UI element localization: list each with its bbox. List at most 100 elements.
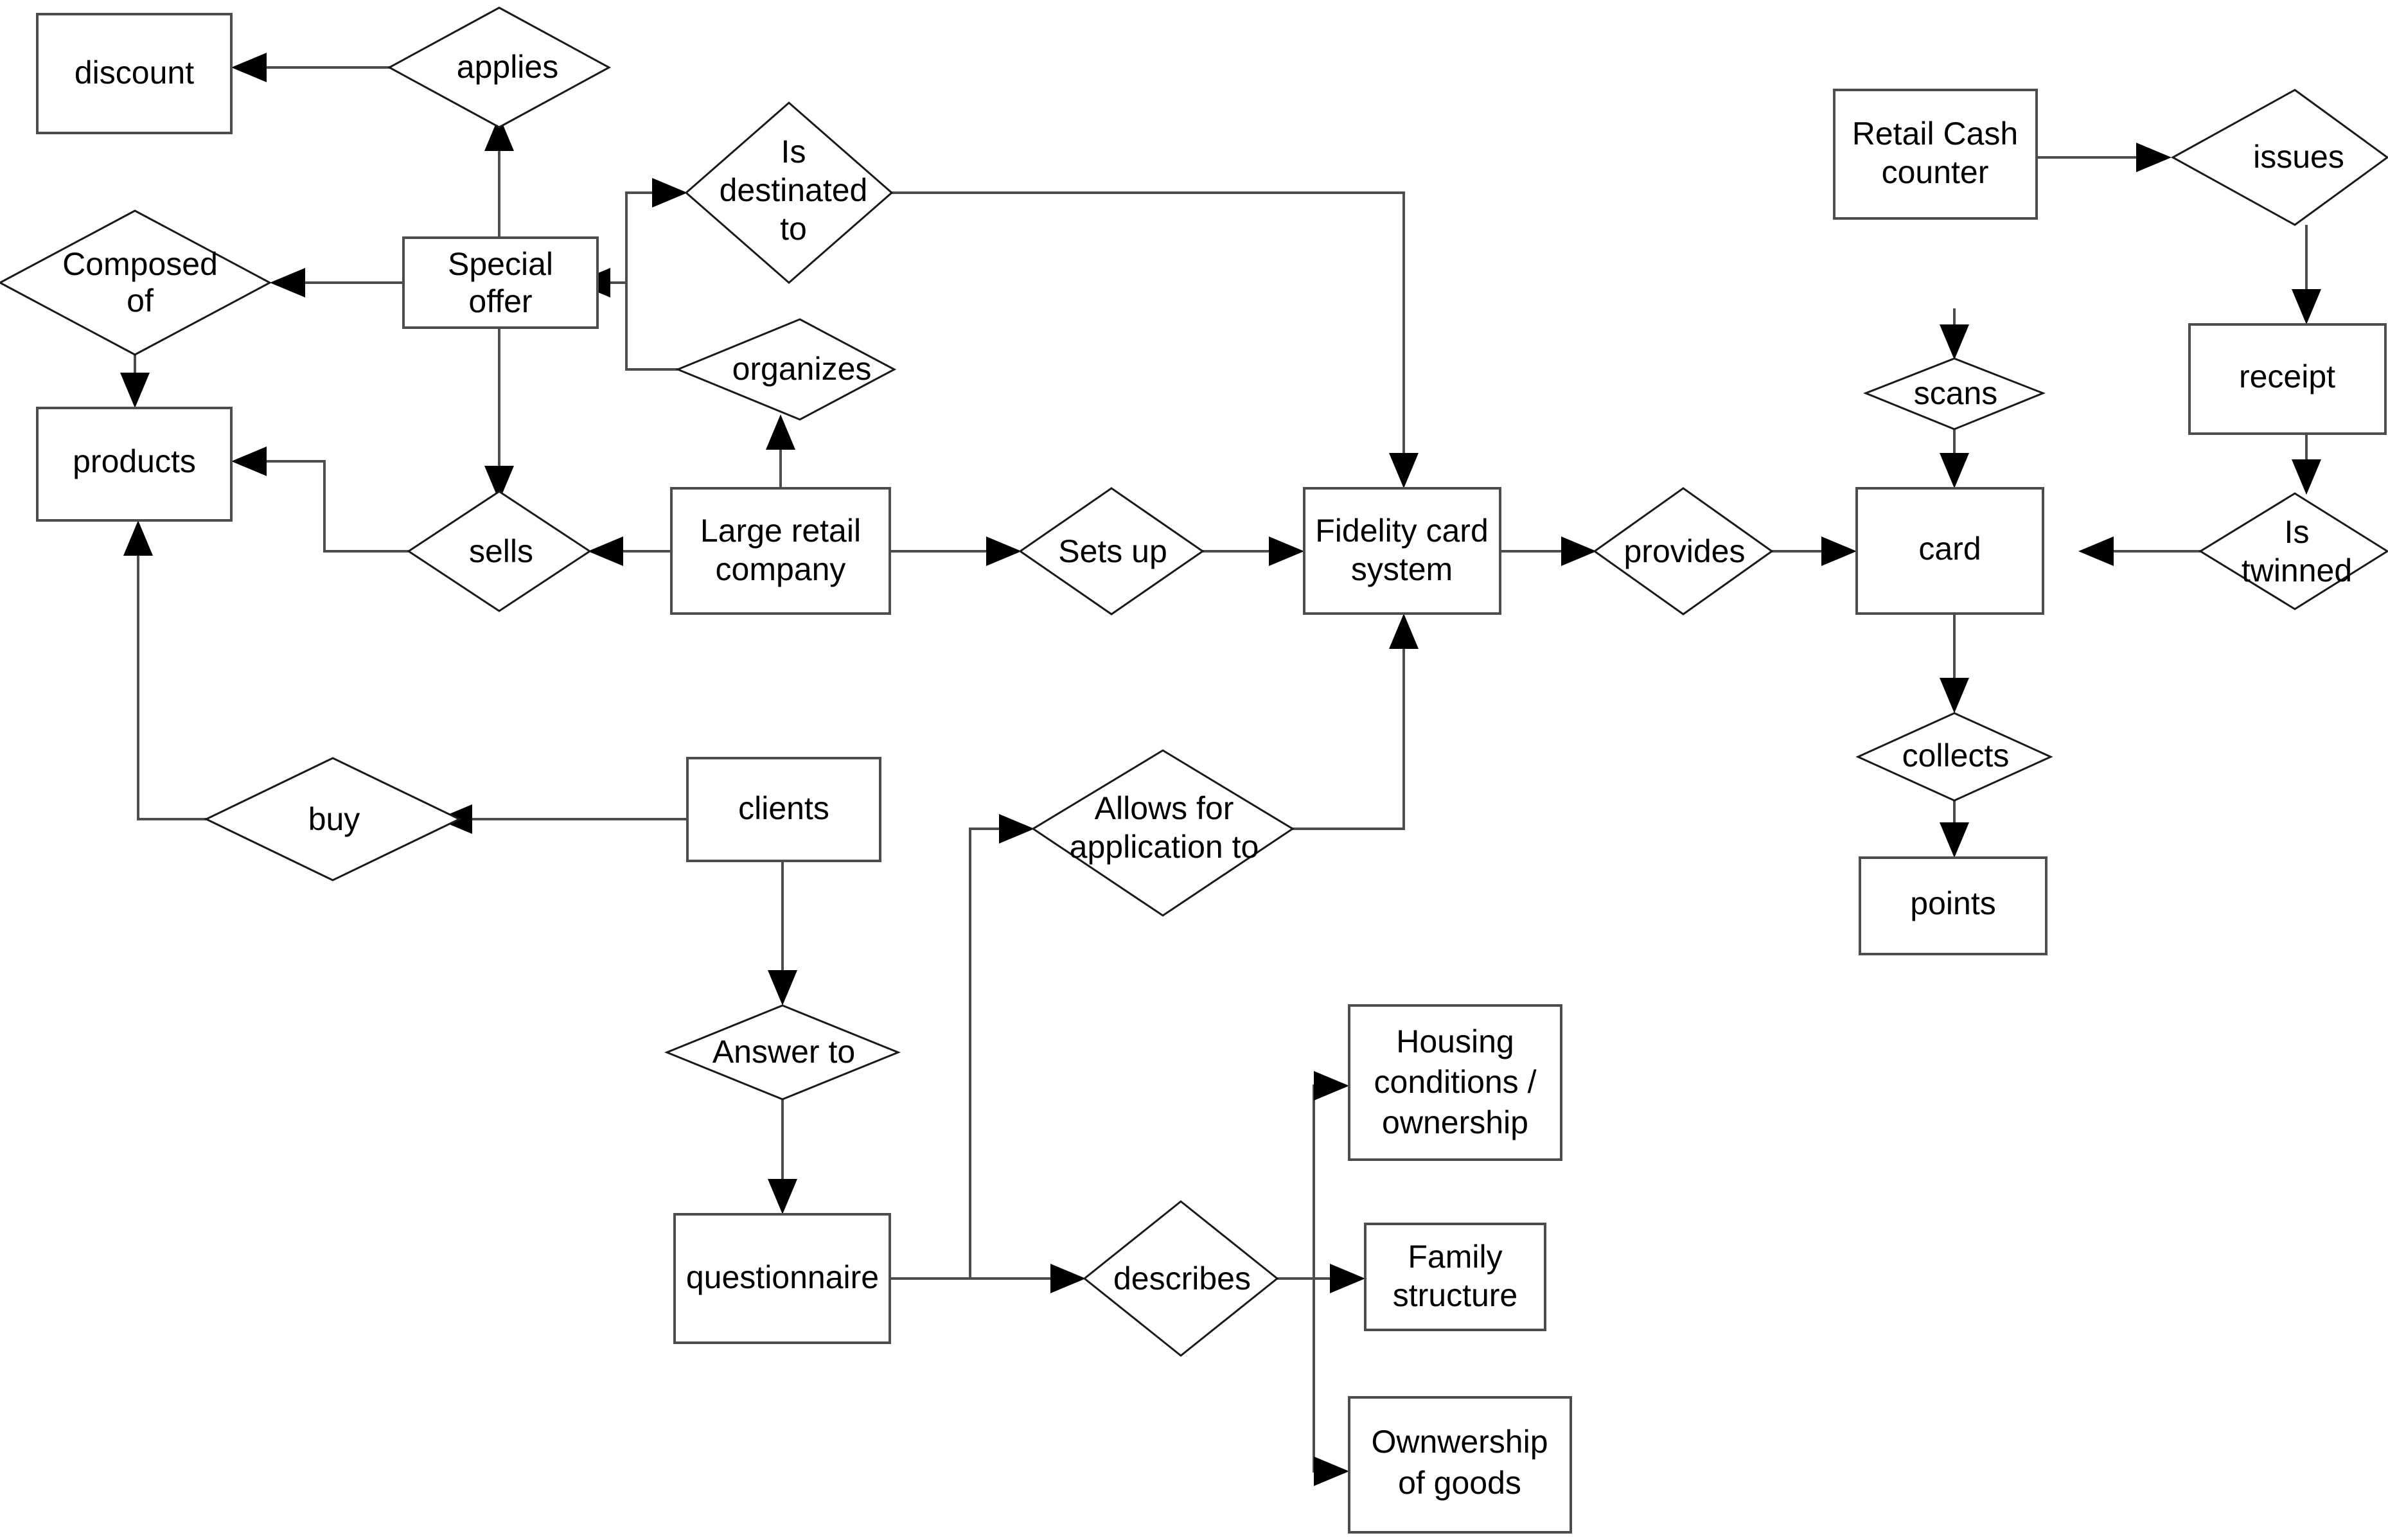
relationship-composed-of-label-2: of [127, 283, 154, 319]
entity-retail-cash-label-2: counter [1882, 154, 1989, 190]
relationship-isdestinated-label-3: to [780, 211, 807, 247]
relationship-layer: applies Composed of Is destinated to org… [0, 6, 2388, 1357]
relationship-is-destinated-to[interactable]: Is destinated to [684, 102, 894, 284]
arrowhead-fidelity-left [1269, 536, 1304, 566]
entity-large-retail-label-1: Large retail [700, 513, 861, 549]
relationship-provides[interactable]: provides [1593, 487, 1774, 615]
relationship-composed-of-label-1: Composed [62, 246, 218, 282]
relationship-answerto-label: Answer to [712, 1034, 855, 1070]
entity-housing-label-1: Housing [1396, 1023, 1514, 1059]
arrowhead-fidelity-bottom [1389, 614, 1419, 649]
relationship-scans[interactable]: scans [1862, 357, 2046, 430]
entity-large-retail-company[interactable]: Large retail company [670, 487, 891, 615]
relationship-istwinned-label-1: Is [2285, 514, 2310, 550]
relationship-sets-up[interactable]: Sets up [1018, 487, 1205, 615]
arrowhead-receipt-top [2292, 289, 2321, 324]
relationship-organizes[interactable]: organizes [675, 318, 897, 421]
relationship-allowsfor-label-1: Allows for [1095, 790, 1234, 826]
relationship-allows-for-application-to[interactable]: Allows for application to [1031, 749, 1295, 917]
relationship-isdestinated-label-1: Is [781, 134, 806, 170]
arrowhead-organizes-bottom [766, 414, 795, 450]
entity-special-offer-label-2: offer [468, 283, 532, 319]
arrowhead-collects-top [1940, 678, 1969, 713]
entity-fidelity-label-2: system [1351, 551, 1453, 587]
relationship-collects[interactable]: collects [1855, 712, 2053, 802]
relationship-isdestinated-label-2: destinated [720, 172, 868, 208]
arrowhead-isdestinated-left [652, 178, 687, 208]
arrowhead-card-top [1940, 453, 1969, 488]
relationship-describes[interactable]: describes [1083, 1200, 1279, 1357]
arrowhead-card-right [2078, 536, 2114, 566]
entity-receipt[interactable]: receipt [2188, 323, 2387, 435]
relationship-describes-label: describes [1113, 1261, 1251, 1297]
entity-discount[interactable]: discount [36, 13, 233, 134]
entity-housing-label-2: conditions / [1374, 1064, 1537, 1100]
arrowhead-provides-left [1561, 536, 1596, 566]
entity-special-offer-label-1: Special [448, 246, 553, 282]
arrowhead-allowsfor-left [999, 814, 1034, 844]
relationship-setsup-label: Sets up [1058, 533, 1167, 569]
arrowhead-products-top [120, 373, 150, 408]
relationship-provides-label: provides [1624, 533, 1746, 569]
entity-card[interactable]: card [1855, 487, 2044, 615]
arrowhead-discount-left [231, 53, 267, 82]
entity-ownwership-of-goods[interactable]: Ownwership of goods [1348, 1396, 1572, 1534]
entity-family-label-2: structure [1393, 1277, 1518, 1313]
arrowhead-sells-right [588, 536, 623, 566]
relationship-sells[interactable]: sells [407, 490, 592, 612]
relationship-applies[interactable]: applies [387, 6, 612, 128]
entity-retail-cash-counter[interactable]: Retail Cash counter [1833, 89, 2038, 220]
arrowhead-ownwership-left [1314, 1456, 1349, 1486]
entity-fidelity-card-system[interactable]: Fidelity card system [1303, 487, 1501, 615]
edge-organizes-to-isdestinated [625, 191, 678, 371]
relationship-issues[interactable]: issues [2170, 89, 2388, 226]
entity-family-structure[interactable]: Family structure [1364, 1223, 1546, 1331]
arrowhead-card-left [1821, 536, 1857, 566]
relationship-is-twinned[interactable]: Is twinned [2198, 492, 2388, 610]
edge-buy-to-products [137, 543, 230, 820]
entity-questionnaire-label: questionnaire [686, 1259, 879, 1295]
entity-layer: discount Special offer products Large re… [36, 13, 2387, 1534]
edge-allowsfor-to-fidelity [1291, 642, 1405, 830]
relationship-answer-to[interactable]: Answer to [664, 1004, 901, 1101]
relationship-composed-of[interactable]: Composed of [0, 209, 272, 356]
edge-questionnaire-to-allowsfor [890, 828, 1012, 1280]
entity-points-label: points [1910, 885, 1995, 921]
relationship-applies-label: applies [457, 49, 558, 85]
arrowhead-issues-left [2136, 143, 2171, 172]
entity-card-label: card [1918, 531, 1981, 567]
relationship-collects-label: collects [1902, 738, 2010, 774]
arrowhead-composedof-right [270, 268, 305, 297]
arrowhead-setsup-left [986, 536, 1022, 566]
arrowhead-scans-top [1940, 324, 1969, 360]
arrowhead-answerto-top [768, 970, 797, 1005]
entity-points[interactable]: points [1859, 856, 2047, 955]
relationship-issues-label: issues [2253, 139, 2344, 175]
arrowhead-describes-left [1050, 1264, 1086, 1293]
edge-describes-to-housing [1275, 1084, 1327, 1280]
entity-products-label: products [73, 443, 196, 479]
entity-questionnaire[interactable]: questionnaire [673, 1213, 891, 1344]
edge-describes-to-ownwership [1313, 1279, 1327, 1473]
entity-large-retail-label-2: company [716, 551, 846, 587]
entity-discount-label: discount [75, 55, 194, 91]
entity-clients-label: clients [738, 790, 829, 826]
relationship-istwinned-label-2: twinned [2242, 553, 2352, 589]
entity-receipt-label: receipt [2239, 358, 2335, 394]
arrowhead-questionnaire-top [768, 1179, 797, 1214]
relationship-allowsfor-label-2: application to [1070, 829, 1259, 865]
relationship-scans-label: scans [1914, 375, 1998, 411]
entity-housing-label-3: ownership [1382, 1104, 1528, 1140]
entity-clients[interactable]: clients [686, 757, 881, 862]
entity-housing-conditions[interactable]: Housing conditions / ownership [1348, 1004, 1562, 1161]
entity-special-offer[interactable]: Special offer [402, 236, 599, 329]
entity-ownwership-label-1: Ownwership [1371, 1424, 1548, 1460]
edge-sells-to-products [254, 460, 410, 553]
entity-family-label-1: Family [1408, 1239, 1502, 1275]
relationship-buy-label: buy [308, 801, 360, 837]
relationship-sells-label: sells [469, 533, 533, 569]
arrowhead-products-right [231, 447, 267, 476]
entity-products[interactable]: products [36, 407, 233, 522]
relationship-buy[interactable]: buy [204, 757, 462, 881]
